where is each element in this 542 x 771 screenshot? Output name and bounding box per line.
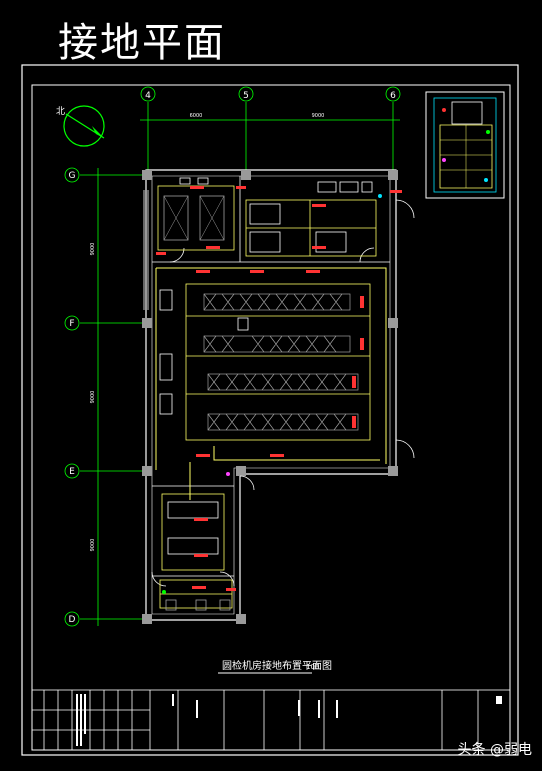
title-block (31, 689, 511, 751)
axis-g-label: G (69, 171, 76, 181)
dim-left-2: 9000 (90, 391, 96, 404)
devices (162, 194, 382, 594)
key-plan (425, 91, 505, 199)
axis-f-label: F (69, 319, 74, 329)
axis-d-label: D (69, 615, 76, 625)
building-walls (145, 169, 397, 621)
cabinet-rows (203, 293, 359, 431)
page-title: 接地平面 (58, 20, 226, 66)
watermark: 头条 @弱电 (457, 742, 532, 758)
drawing-title-suffix: 100 (306, 663, 319, 671)
server-room (185, 283, 371, 441)
drawing-title: 圆检机房接地布置平面图 (222, 659, 332, 672)
left-axes (64, 167, 150, 627)
top-axes (140, 86, 401, 170)
dim-left-1: 9000 (90, 243, 96, 256)
axis-5-label: 5 (243, 91, 249, 101)
ac-units (159, 289, 249, 415)
columns (142, 170, 398, 624)
grounding-terminals (156, 186, 402, 591)
north-label: 北 (56, 106, 65, 117)
dim-top-2: 9000 (312, 113, 325, 119)
dim-left-3: 9000 (90, 539, 96, 552)
windows (143, 190, 149, 310)
title-block-marks (76, 694, 502, 746)
axis-6-label: 6 (390, 91, 396, 101)
doors (151, 199, 415, 587)
distribution-room-equipment (245, 181, 377, 257)
axis-e-label: E (69, 467, 75, 477)
north-arrow (63, 105, 105, 147)
lower-room-equipment (159, 493, 233, 611)
grounding-bus (155, 267, 387, 500)
axis-4-label: 4 (145, 91, 151, 101)
dim-top-1: 6000 (190, 113, 203, 119)
outer-frame (21, 64, 519, 756)
